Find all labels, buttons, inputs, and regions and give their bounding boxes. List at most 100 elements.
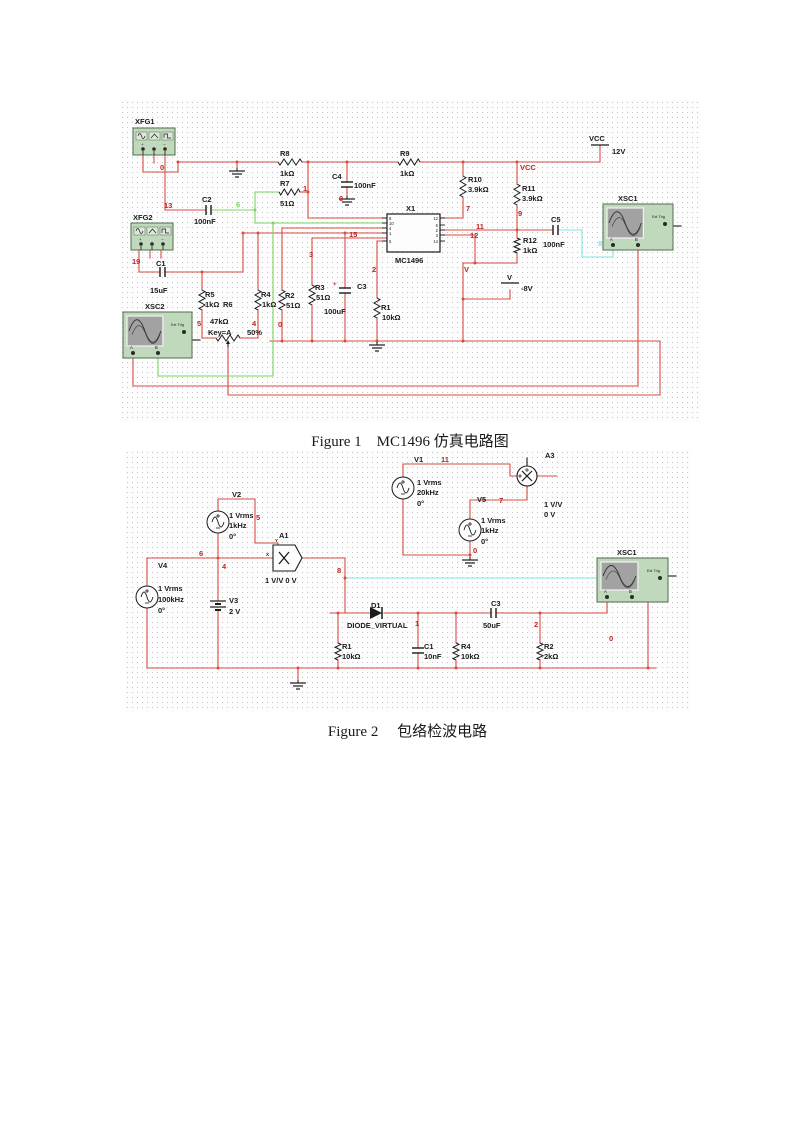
a1-multiplier [272, 544, 303, 572]
r8-value: 1kΩ [280, 169, 294, 178]
wire-net2 [495, 601, 608, 614]
r2-ref: R2 [544, 642, 554, 651]
svg-text:1 V/V: 1 V/V [544, 500, 562, 509]
svg-text:−: − [163, 142, 166, 147]
dot [345, 160, 349, 164]
r5-value: 1kΩ [205, 300, 219, 309]
xsc1-label: XSC1 [617, 548, 637, 557]
xfg1-label: XFG1 [135, 117, 155, 126]
svg-text:51Ω: 51Ω [280, 199, 294, 208]
v5-amp: 1 Vrms [481, 516, 506, 525]
svg-text:20kHz: 20kHz [417, 488, 439, 497]
svg-text:13: 13 [164, 201, 172, 210]
ground-symbol [369, 342, 385, 352]
svg-text:V2: V2 [232, 490, 241, 499]
r12-ref: R12 [523, 236, 537, 245]
net-5: 5 [256, 513, 260, 522]
r2-resistor [535, 642, 545, 661]
a1-y-pin: Y [275, 538, 278, 543]
wire-v1-gnd [402, 498, 471, 556]
ground-symbol [462, 557, 478, 567]
dot [416, 666, 420, 670]
dot [271, 221, 275, 225]
c1-ref: C1 [424, 642, 434, 651]
ground-symbol [229, 168, 245, 178]
svg-text:50%: 50% [247, 328, 262, 337]
dot [538, 666, 542, 670]
c2-capacitor [205, 205, 212, 215]
r9-resistor [397, 158, 421, 166]
svg-text:8: 8 [337, 566, 341, 575]
dot [375, 339, 379, 343]
svg-text:1kHz: 1kHz [229, 521, 247, 530]
r1-value: 10kΩ [342, 652, 361, 661]
svg-text:X1: X1 [406, 204, 415, 213]
svg-text:1kΩ: 1kΩ [280, 169, 294, 178]
svg-text:XSC1: XSC1 [618, 194, 638, 203]
svg-text:C2: C2 [202, 195, 212, 204]
svg-text:R1: R1 [381, 303, 391, 312]
wire-a1-out [301, 557, 346, 614]
svg-text:100nF: 100nF [543, 240, 565, 249]
dot [253, 208, 257, 212]
d1-ref: D1 [371, 601, 381, 610]
svg-text:R11: R11 [522, 184, 535, 193]
svg-text:V3: V3 [229, 596, 238, 605]
r11-value: 3.9kΩ [522, 194, 543, 203]
svg-text:C4: C4 [332, 172, 342, 181]
wire-cyan-xsc1 [344, 577, 633, 603]
svg-text:7: 7 [499, 496, 503, 505]
svg-text:5: 5 [197, 319, 201, 328]
dot [280, 339, 284, 343]
r4-value: 1kΩ [262, 300, 276, 309]
dot [515, 160, 519, 164]
dot [216, 666, 220, 670]
svg-text:100nF: 100nF [354, 181, 376, 190]
v4-amp: 1 Vrms [158, 584, 183, 593]
a3-offset: 0 V [544, 510, 555, 519]
svg-text:R9: R9 [400, 149, 410, 158]
r1-value: 10kΩ [382, 313, 401, 322]
svg-text:12: 12 [470, 231, 478, 240]
svg-text:2: 2 [372, 265, 376, 274]
d1-diode [370, 607, 383, 619]
svg-text:51Ω: 51Ω [316, 293, 330, 302]
svg-text:15: 15 [349, 230, 357, 239]
xsc2-label: XSC2 [145, 302, 165, 311]
c1-capacitor [412, 647, 424, 654]
v5-label: V5 [477, 495, 486, 504]
svg-text:R3: R3 [315, 283, 325, 292]
wire-v1-a3 [402, 463, 518, 478]
net-v: V [464, 265, 469, 274]
r12-value: 1kΩ [523, 246, 537, 255]
net-19: 19 [132, 257, 140, 266]
v2-phase: 0° [229, 532, 236, 541]
r7-value: 51Ω [280, 199, 294, 208]
svg-text:VCC: VCC [589, 134, 605, 143]
wire-r2-top [281, 227, 388, 291]
dot [461, 339, 465, 343]
c5-ref: C5 [551, 215, 561, 224]
c3-value: 100uF [324, 307, 346, 316]
svg-text:0: 0 [339, 194, 343, 203]
wire-r3-top [311, 237, 388, 286]
r10-ref: R10 [468, 175, 482, 184]
svg-text:R12: R12 [523, 236, 537, 245]
svg-text:100kHz: 100kHz [158, 595, 184, 604]
net-5: 5 [197, 319, 201, 328]
svg-text:−: − [161, 237, 164, 242]
r2-ref: R2 [285, 291, 295, 300]
v2-amp: 1 Vrms [229, 511, 254, 520]
svg-text:6: 6 [199, 549, 203, 558]
c5-value: 100nF [543, 240, 565, 249]
v3-battery [210, 600, 226, 611]
svg-text:0: 0 [473, 546, 477, 555]
r9-value: 1kΩ [400, 169, 414, 178]
svg-text:0°: 0° [417, 499, 424, 508]
svg-text:R1: R1 [342, 642, 352, 651]
net-4: 4 [222, 562, 227, 571]
svg-text:R8: R8 [280, 149, 290, 158]
svg-text:VCC: VCC [520, 163, 536, 172]
dot [336, 666, 340, 670]
c1-value: 15uF [150, 286, 168, 295]
